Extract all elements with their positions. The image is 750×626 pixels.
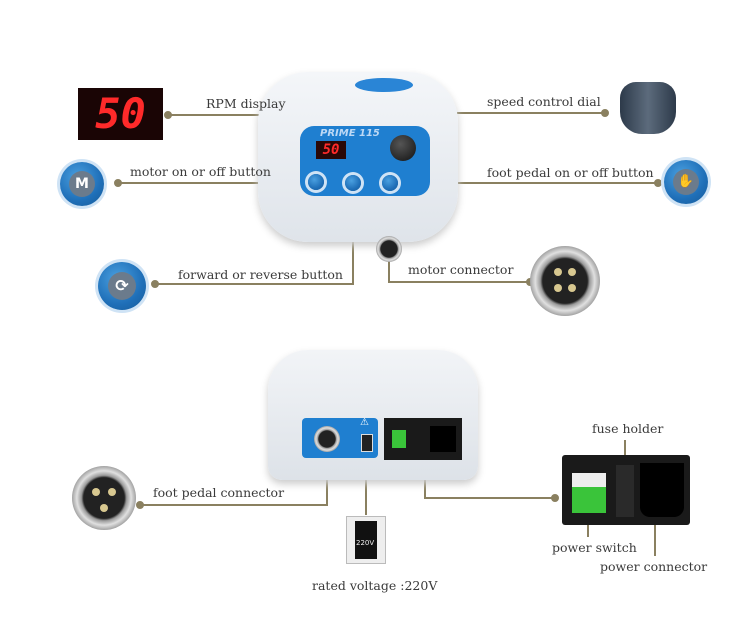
motor-connector-closeup xyxy=(530,246,600,316)
label-power-connector: power connector xyxy=(600,559,708,574)
foot-pedal-icon: ✋ xyxy=(672,168,700,196)
device-motor-button[interactable] xyxy=(308,174,324,190)
warning-icon: ⚠ xyxy=(360,417,369,428)
back-foot-pedal-connector xyxy=(314,426,340,452)
fuse-holder-closeup xyxy=(616,465,634,517)
device-motor-connector xyxy=(376,236,402,262)
device-back-view xyxy=(268,350,478,480)
back-power-inlet xyxy=(430,426,456,452)
device-model-name: PRIME 115 xyxy=(320,128,380,139)
power-connector-closeup xyxy=(640,463,684,517)
label-rated-voltage: rated voltage :220V xyxy=(312,578,438,593)
label-foot-pedal-button: foot pedal on or off button xyxy=(487,165,654,180)
device-logo-badge xyxy=(355,78,413,92)
speed-dial-knob[interactable] xyxy=(390,135,416,161)
motor-m-icon: M xyxy=(68,170,96,198)
label-foot-pedal-connector: foot pedal connector xyxy=(153,485,285,500)
voltage-marking: 220V xyxy=(356,539,375,547)
label-fuse-holder: fuse holder xyxy=(592,421,664,436)
label-rpm-display: RPM display xyxy=(206,96,286,111)
motor-button-closeup: M xyxy=(60,162,104,206)
forward-reverse-button-closeup: ⟳ xyxy=(98,262,146,310)
label-motor-connector: motor connector xyxy=(408,262,514,277)
back-voltage-selector xyxy=(361,434,373,452)
label-forward-reverse: forward or reverse button xyxy=(178,267,343,282)
power-module-closeup xyxy=(562,455,690,525)
label-speed-control-dial: speed control dial xyxy=(487,94,601,109)
back-power-switch xyxy=(392,430,406,448)
device-rpm-display: 50 xyxy=(316,141,346,159)
device-foot-pedal-button[interactable] xyxy=(382,175,398,191)
label-motor-button: motor on or off button xyxy=(130,164,271,179)
rotate-arrows-icon: ⟳ xyxy=(107,271,137,301)
device-forward-reverse-button[interactable] xyxy=(345,175,361,191)
foot-pedal-connector-closeup xyxy=(72,466,136,530)
label-power-switch: power switch xyxy=(552,540,637,555)
speed-dial-closeup xyxy=(620,82,676,134)
foot-pedal-button-closeup: ✋ xyxy=(664,160,708,204)
rpm-display-closeup: 50 xyxy=(78,88,163,140)
voltage-selector-closeup: 220V xyxy=(346,516,386,564)
power-switch-closeup xyxy=(572,473,606,513)
